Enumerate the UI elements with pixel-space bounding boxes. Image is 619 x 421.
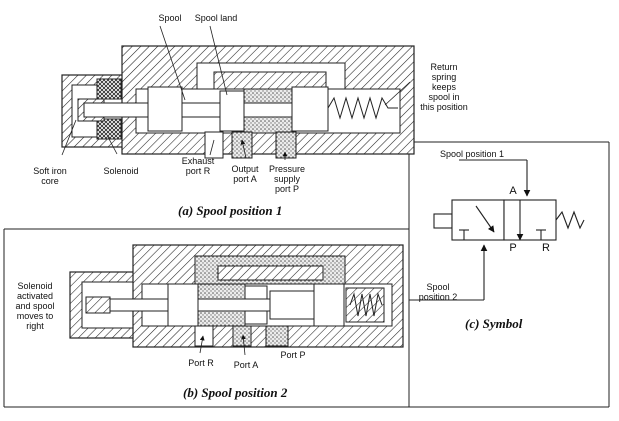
spool-position-1-label: Spool position 1 bbox=[439, 149, 505, 159]
spool-land-label: Spool land bbox=[194, 13, 238, 23]
port-r-symbol-label: R bbox=[542, 242, 550, 254]
port-p-label: Port P bbox=[280, 350, 306, 360]
spool-label: Spool bbox=[158, 13, 182, 23]
spool-position-2-label: Spool position 2 bbox=[418, 282, 458, 302]
return-spring-label: Return spring keeps spool in this positi… bbox=[420, 62, 468, 112]
port-p-symbol-label: P bbox=[509, 242, 517, 254]
port-a-symbol-label: A bbox=[509, 185, 517, 197]
exhaust-port-label: Exhaust port R bbox=[181, 156, 215, 176]
pressure-port-label: Pressure supply port P bbox=[268, 164, 305, 194]
soft-iron-core-label: Soft iron core bbox=[33, 166, 67, 186]
solenoid-label: Solenoid bbox=[103, 166, 139, 176]
valve-symbol bbox=[409, 159, 585, 301]
caption-c: (c) Symbol bbox=[465, 316, 523, 331]
caption-b: (b) Spool position 2 bbox=[183, 385, 288, 400]
leader-lines-a bbox=[61, 25, 411, 160]
frame-lines bbox=[3, 141, 610, 408]
leader-lines-b bbox=[199, 334, 246, 356]
solenoid-activated-label: Solenoid activated and spool moves to ri… bbox=[15, 281, 55, 331]
port-a-label: Port A bbox=[233, 360, 259, 370]
output-port-label: Output port A bbox=[231, 164, 259, 184]
port-r-label: Port R bbox=[188, 358, 214, 368]
caption-a: (a) Spool position 1 bbox=[178, 203, 283, 218]
valve-diagram-position-1 bbox=[61, 45, 415, 159]
valve-diagram-position-2 bbox=[69, 244, 404, 348]
